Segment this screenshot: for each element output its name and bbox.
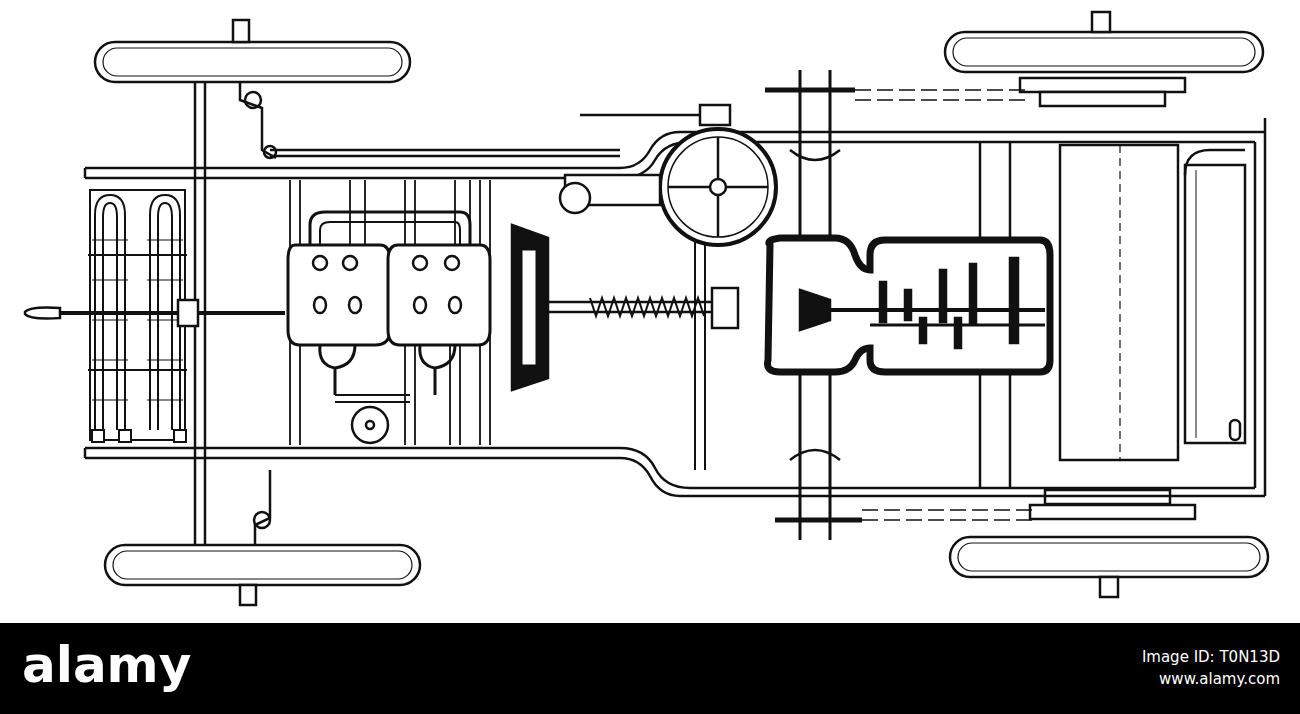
wheel xyxy=(105,545,420,585)
label-holder: alamy xyxy=(22,636,191,694)
chassis-drawing xyxy=(0,0,1300,623)
wheel xyxy=(945,32,1263,72)
gearbox xyxy=(768,238,1051,372)
label-holder: www.alamy.com xyxy=(1159,670,1280,688)
steering-wheel xyxy=(560,129,776,245)
label-holder: Image ID: T0N13D xyxy=(1142,648,1280,666)
watermark-url: www.alamy.com xyxy=(1159,670,1280,688)
footer-bar xyxy=(0,623,1300,714)
watermark-logo: alamy xyxy=(22,636,191,694)
engine xyxy=(288,212,490,443)
wheel xyxy=(950,537,1268,577)
wheel xyxy=(95,42,410,82)
image-id: Image ID: T0N13D xyxy=(1142,648,1280,666)
radiator xyxy=(88,190,187,442)
